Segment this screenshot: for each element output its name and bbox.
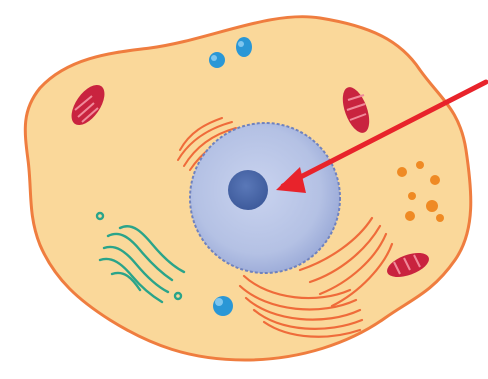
vesicle-top-right [236,37,252,57]
vesicle-bottom [213,296,233,316]
vesicle-top-left [209,52,225,68]
nucleolus [228,170,268,210]
